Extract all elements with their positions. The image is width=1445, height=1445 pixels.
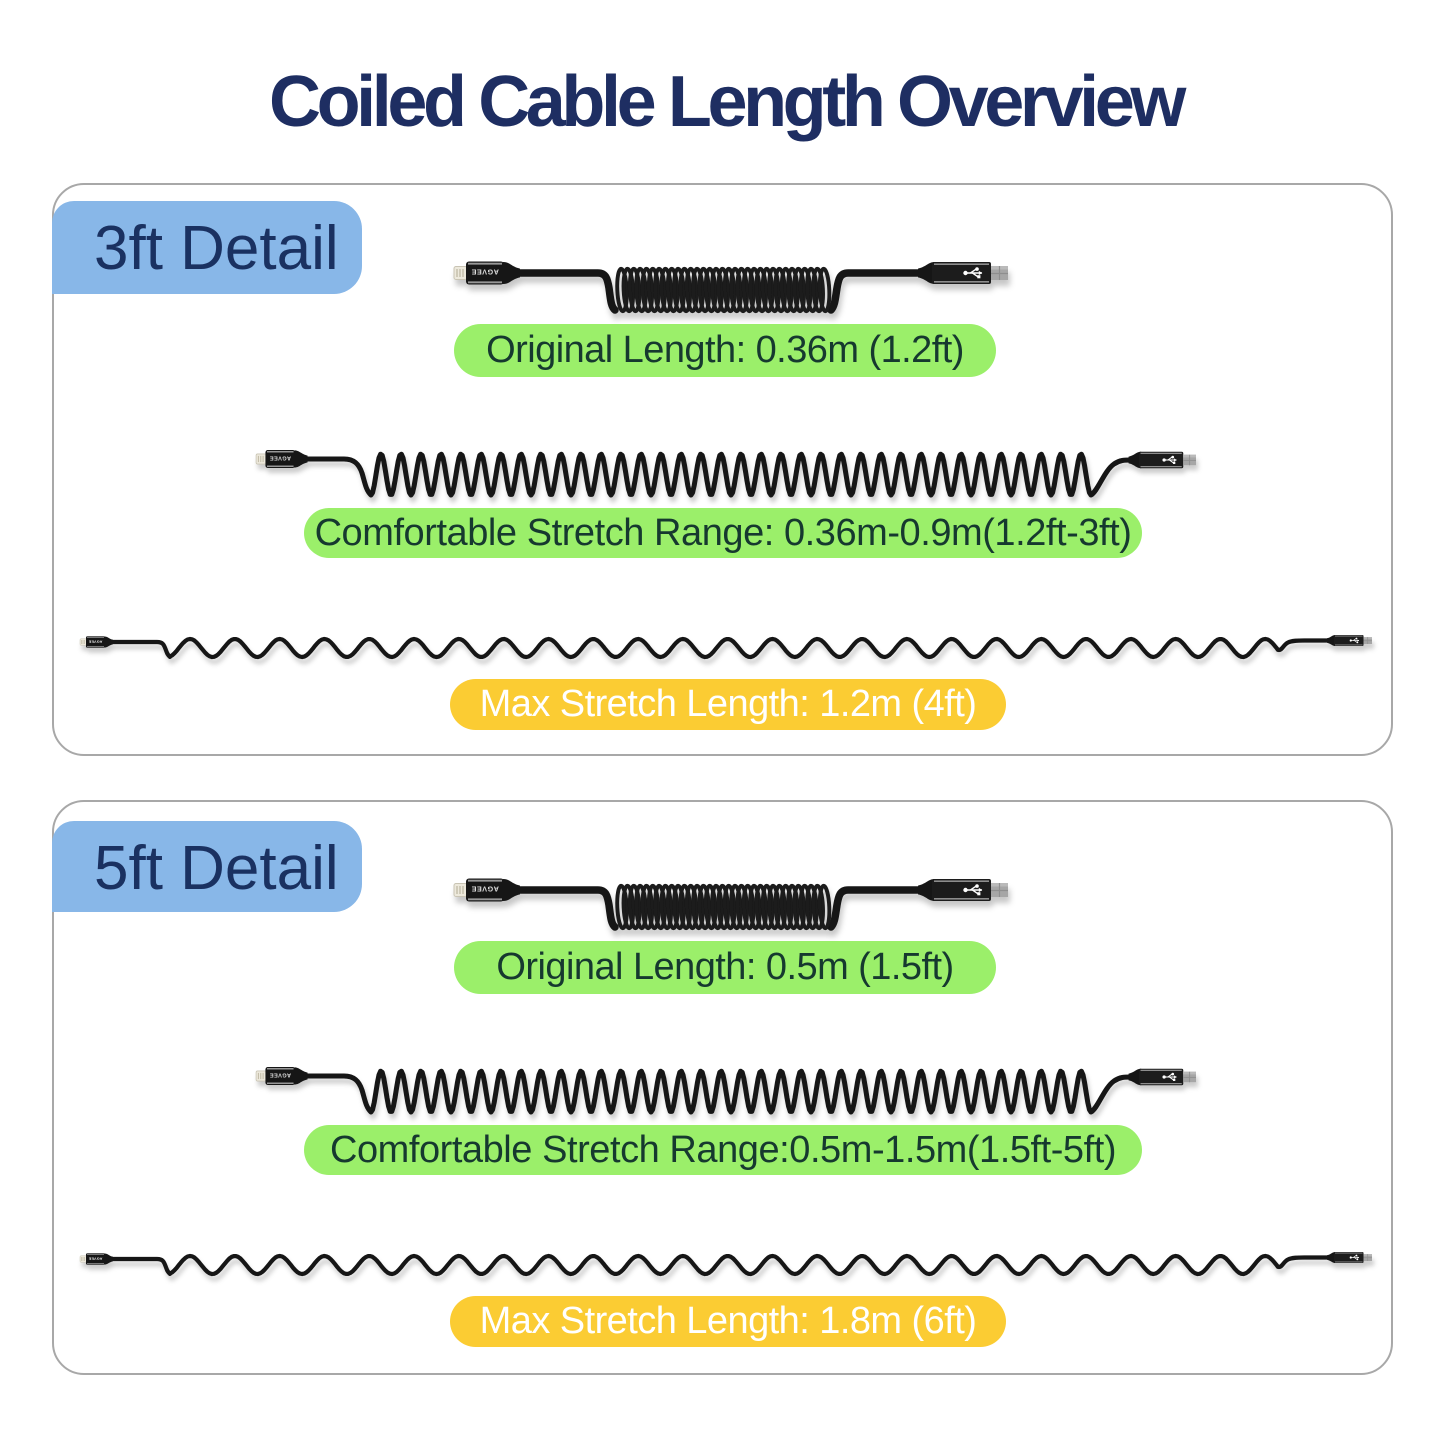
svg-text:AGVEE: AGVEE xyxy=(88,1256,102,1260)
svg-text:AGVEE: AGVEE xyxy=(269,454,291,460)
svg-text:AGVEE: AGVEE xyxy=(471,268,499,277)
svg-text:AGVEE: AGVEE xyxy=(88,639,102,643)
svg-text:AGVEE: AGVEE xyxy=(269,1071,291,1077)
svg-text:AGVEE: AGVEE xyxy=(471,885,499,894)
